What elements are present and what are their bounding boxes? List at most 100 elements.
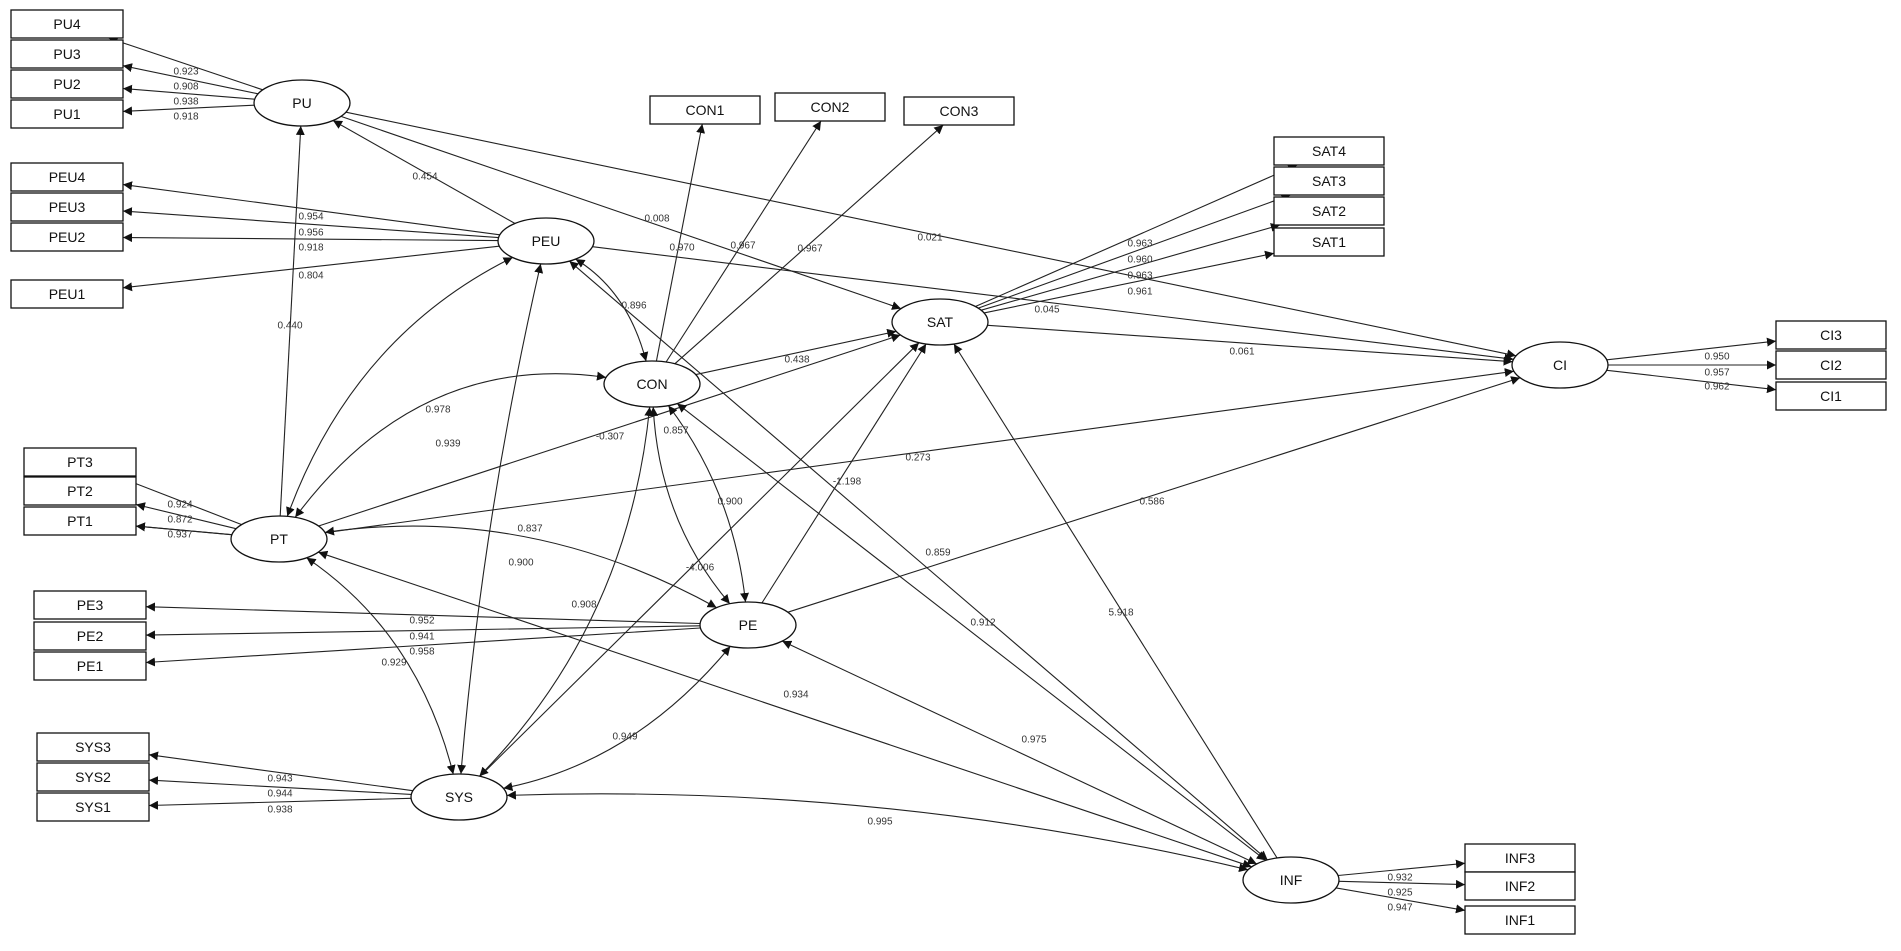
edge-label-peu-sys: 0.837 xyxy=(517,524,542,535)
edge-label-inf-sat: 5.918 xyxy=(1108,608,1133,619)
edge-pu-pu4 xyxy=(108,36,263,91)
indicator-pe2-label: PE2 xyxy=(77,628,104,644)
edge-label-sat-sat1: 0.961 xyxy=(1127,287,1152,298)
construct-inf-shape xyxy=(1242,856,1340,904)
edge-label-sys-sys2: 0.944 xyxy=(267,789,292,800)
indicator-pu4-label: PU4 xyxy=(53,16,80,32)
edge-peu-peu3 xyxy=(122,207,499,239)
indicator-pu2-label: PU2 xyxy=(53,76,80,92)
indicator-sys2: SYS2 xyxy=(36,762,150,792)
indicator-pe1-label: PE1 xyxy=(77,658,104,674)
indicator-inf1-shape xyxy=(1464,905,1576,935)
edge-peu-peu4 xyxy=(122,181,500,236)
edge-label-peu-ci: 0.045 xyxy=(1034,305,1059,316)
construct-con-label: CON xyxy=(636,376,667,392)
edge-label-ci-ci1: 0.962 xyxy=(1704,382,1729,393)
indicator-sys3: SYS3 xyxy=(36,732,150,762)
edge-pu-pu1 xyxy=(122,104,255,116)
edge-label-peu-peu2: 0.918 xyxy=(298,243,323,254)
indicator-ci2-label: CI2 xyxy=(1820,357,1842,373)
indicator-peu1-shape xyxy=(10,279,124,309)
indicator-pe3-label: PE3 xyxy=(77,597,104,613)
edge-label-pt-sat: -0.307 xyxy=(596,432,625,443)
indicator-sat3-label: SAT3 xyxy=(1312,173,1346,189)
indicator-peu1-label: PEU1 xyxy=(49,286,86,302)
indicator-pt3-label: PT3 xyxy=(67,454,93,470)
indicator-sys3-shape xyxy=(36,732,150,762)
edge-label-pt-pt1: 0.872 xyxy=(167,515,192,526)
edge-label-con-pe: 0.857 xyxy=(663,426,688,437)
edge-label-peu-peu3: 0.956 xyxy=(298,228,323,239)
indicator-ci3-shape xyxy=(1775,320,1887,350)
edge-inf-inf1 xyxy=(1336,887,1466,914)
edge-pu-sat xyxy=(340,115,902,310)
indicator-peu3-shape xyxy=(10,192,124,222)
indicator-pu2-shape xyxy=(10,69,124,99)
edge-label-pe-inf: 0.975 xyxy=(1021,735,1046,746)
construct-con: CON xyxy=(603,360,701,408)
indicator-pu3-shape xyxy=(10,39,124,69)
indicator-sat2-shape xyxy=(1273,196,1385,226)
construct-ci-shape xyxy=(1511,341,1609,389)
indicator-con2-shape xyxy=(774,92,886,122)
edge-label-pe-sat: -1.198 xyxy=(833,477,862,488)
indicator-pt1-label: PT1 xyxy=(67,513,93,529)
edge-label-pt-sys: 0.929 xyxy=(381,658,406,669)
indicator-sat1-shape xyxy=(1273,227,1385,257)
construct-pu-label: PU xyxy=(292,95,311,111)
edge-sys-sat xyxy=(479,342,920,777)
edge-label-con-con1: 0.970 xyxy=(669,243,694,254)
indicator-ci2: CI2 xyxy=(1775,350,1887,380)
indicator-sys1: SYS1 xyxy=(36,792,150,822)
indicator-ci1-shape xyxy=(1775,381,1887,411)
indicator-sat2: SAT2 xyxy=(1273,196,1385,226)
indicator-ci3-label: CI3 xyxy=(1820,327,1842,343)
edge-label-pt-ci: 0.273 xyxy=(905,453,930,464)
indicator-sat3-shape xyxy=(1273,166,1385,196)
indicator-peu2-label: PEU2 xyxy=(49,229,86,245)
edge-label-pu-pu2: 0.938 xyxy=(173,97,198,108)
edge-label-pu-ci: 0.021 xyxy=(917,233,942,244)
edge-label-con-pe: 0.900 xyxy=(717,497,742,508)
indicator-sat1-label: SAT1 xyxy=(1312,234,1346,250)
construct-pe-shape xyxy=(699,601,797,649)
edge-label-inf-inf2: 0.925 xyxy=(1387,888,1412,899)
edge-label-pe-sys: 0.949 xyxy=(612,732,637,743)
construct-sat-shape xyxy=(891,298,989,346)
edge-peu-inf xyxy=(569,260,1268,861)
indicator-ci3: CI3 xyxy=(1775,320,1887,350)
edge-label-pe-pe2: 0.941 xyxy=(409,632,434,643)
edge-labels-layer: 0.9230.9080.9380.9180.9540.9560.9180.804… xyxy=(167,67,1729,914)
edge-con-sys xyxy=(479,406,654,777)
indicator-pe3: PE3 xyxy=(33,590,147,620)
edge-label-ci-ci2: 0.957 xyxy=(1704,368,1729,379)
indicator-pt2-label: PT2 xyxy=(67,483,93,499)
indicator-inf1-label: INF1 xyxy=(1505,912,1536,928)
construct-sat-label: SAT xyxy=(927,314,954,330)
construct-sys: SYS xyxy=(410,773,508,821)
construct-pt-shape xyxy=(230,515,328,563)
edge-pu-ci xyxy=(345,111,1517,359)
edge-peu-sys xyxy=(457,263,544,775)
indicator-sat1: SAT1 xyxy=(1273,227,1385,257)
indicator-sys3-label: SYS3 xyxy=(75,739,111,755)
construct-con-shape xyxy=(603,360,701,408)
indicator-con3-label: CON3 xyxy=(940,103,979,119)
edge-label-peu-inf: 0.859 xyxy=(925,548,950,559)
edge-label-inf-inf3: 0.932 xyxy=(1387,873,1412,884)
indicator-inf3-shape xyxy=(1464,843,1576,873)
edge-con-sat xyxy=(695,328,897,376)
construct-peu: PEU xyxy=(497,217,595,265)
indicator-sat4-shape xyxy=(1273,136,1385,166)
indicator-con1-shape xyxy=(649,95,761,125)
construct-pu: PU xyxy=(253,79,351,127)
edge-label-pe-ci: 0.586 xyxy=(1139,497,1164,508)
construct-sat: SAT xyxy=(891,298,989,346)
indicator-inf1: INF1 xyxy=(1464,905,1576,935)
indicator-peu3-label: PEU3 xyxy=(49,199,86,215)
edge-label-pu-pu4: 0.923 xyxy=(173,67,198,78)
edge-label-con-con3: 0.967 xyxy=(797,244,822,255)
indicator-ci2-shape xyxy=(1775,350,1887,380)
edge-label-pt-pe: 0.900 xyxy=(508,558,533,569)
